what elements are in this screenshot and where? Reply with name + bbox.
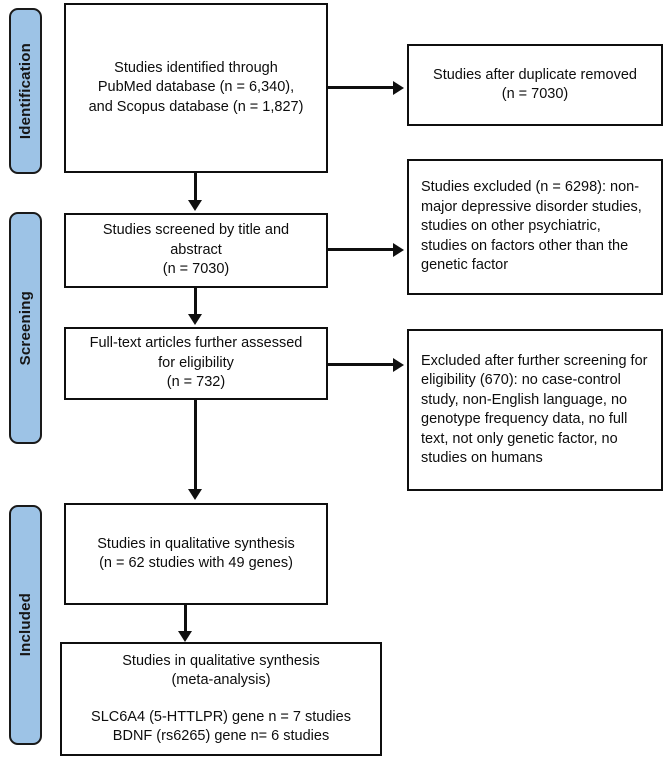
box-meta-analysis: Studies in qualitative synthesis (meta-a… (60, 642, 382, 756)
arrowhead-fulltext-to-excluded-eligibility (393, 357, 404, 372)
box-excluded-screening-text: Studies excluded (n = 6298): non-major d… (421, 179, 642, 274)
box-duplicates-removed: Studies after duplicate removed (n = 703… (407, 44, 663, 126)
box-studies-screened-line-2: abstract (170, 241, 222, 258)
box-meta-analysis-line-1: Studies in qualitative synthesis (122, 652, 320, 669)
box-excluded-screening: Studies excluded (n = 6298): non-major d… (407, 159, 663, 295)
box-meta-analysis-line-4: BDNF (rs6265) gene n= 6 studies (112, 728, 330, 744)
stage-tab-included-label: Included (17, 593, 34, 657)
box-studies-screened-line-1: Studies screened by title and (102, 222, 290, 239)
connector-screened-to-excluded (328, 248, 394, 251)
arrowhead-screened-to-excluded (393, 242, 404, 257)
stage-tab-identification: Identification (9, 8, 42, 174)
box-meta-analysis-line-2: (meta-analysis) (171, 672, 271, 688)
box-studies-identified-line-2: PubMed database (n = 6,340), (97, 79, 295, 96)
connector-screened-to-fulltext (194, 288, 197, 315)
connector-fulltext-to-qualitative (194, 400, 197, 490)
box-qualitative-synthesis-line-2: (n = 62 studies with 49 genes) (99, 555, 293, 571)
box-duplicates-removed-line-2: (n = 7030) (501, 86, 569, 102)
connector-identified-to-duplicates (328, 86, 394, 89)
stage-tab-screening-label: Screening (17, 290, 34, 366)
box-studies-identified: Studies identified through PubMed databa… (64, 3, 328, 173)
box-fulltext-assessed-line-1: Full-text articles further assessed (89, 335, 303, 352)
box-fulltext-assessed: Full-text articles further assessed for … (64, 327, 328, 400)
connector-qualitative-to-meta (184, 605, 187, 633)
arrowhead-screened-to-fulltext (188, 314, 203, 325)
arrowhead-identified-to-screened (188, 200, 203, 211)
stage-tab-screening: Screening (9, 212, 42, 444)
box-studies-identified-line-3: and Scopus database (n = 1,827) (88, 98, 304, 115)
connector-fulltext-to-excluded-eligibility (328, 363, 394, 366)
arrowhead-qualitative-to-meta (178, 631, 193, 642)
box-excluded-eligibility-text: Excluded after further screening for eli… (421, 352, 648, 467)
box-qualitative-synthesis-line-1: Studies in qualitative synthesis (97, 535, 295, 552)
box-studies-screened-line-3: (n = 7030) (162, 261, 230, 278)
box-qualitative-synthesis: Studies in qualitative synthesis (n = 62… (64, 503, 328, 605)
arrowhead-identified-to-duplicates (393, 80, 404, 95)
stage-tab-included: Included (9, 505, 42, 745)
arrowhead-fulltext-to-qualitative (188, 489, 203, 500)
box-studies-identified-line-1: Studies identified through (114, 59, 278, 76)
box-fulltext-assessed-line-3: (n = 732) (166, 374, 226, 391)
stage-tab-identification-label: Identification (17, 42, 34, 140)
box-duplicates-removed-line-1: Studies after duplicate removed (433, 66, 637, 83)
connector-identified-to-screened (194, 173, 197, 202)
box-excluded-eligibility: Excluded after further screening for eli… (407, 329, 663, 491)
box-fulltext-assessed-line-2: for eligibility (158, 354, 234, 371)
box-meta-analysis-line-3: SLC6A4 (5-HTTLPR) gene n = 7 studies (91, 708, 351, 725)
box-studies-screened: Studies screened by title and abstract (… (64, 213, 328, 288)
